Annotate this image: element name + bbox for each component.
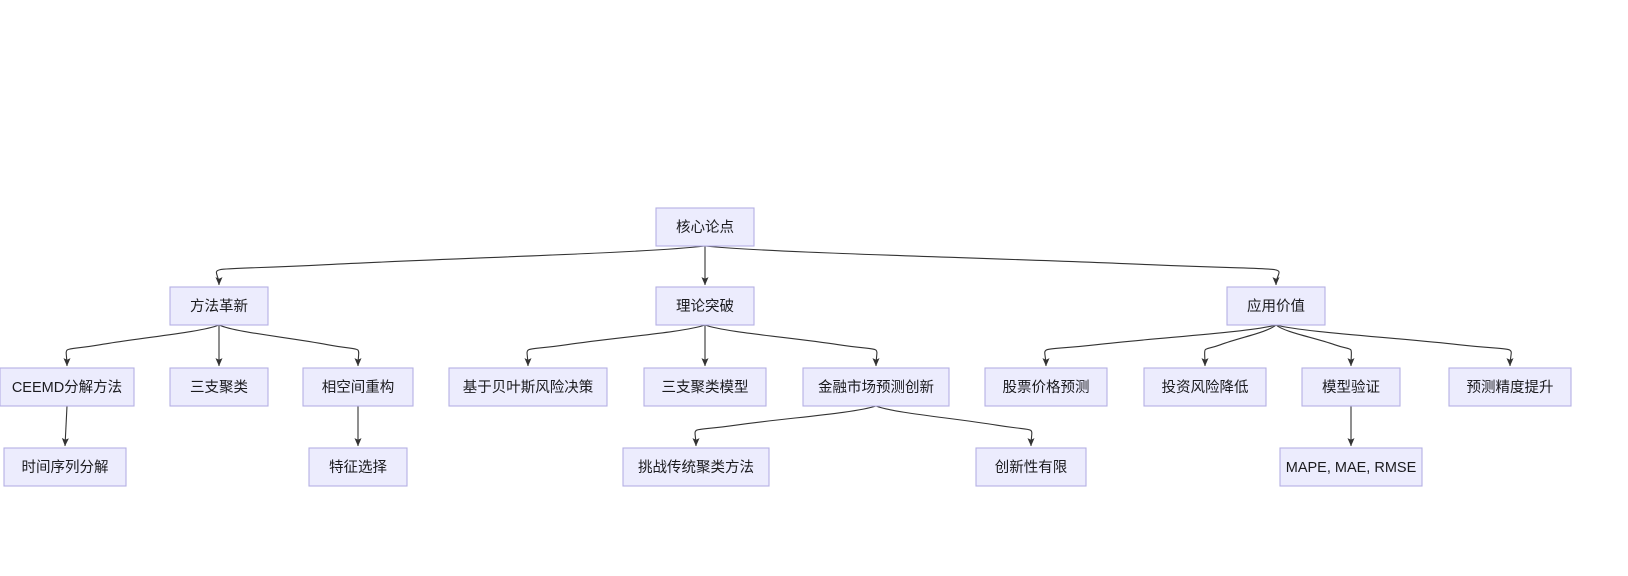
- node-label-tsdecomp: 时间序列分解: [22, 459, 109, 476]
- node-threeway[interactable]: 三支聚类: [169, 367, 269, 407]
- node-label-method: 方法革新: [190, 298, 248, 315]
- node-tsdecomp[interactable]: 时间序列分解: [3, 447, 127, 487]
- edge-root-to-application: [704, 245, 1280, 286]
- node-label-limited: 创新性有限: [995, 459, 1068, 476]
- node-label-root: 核心论点: [676, 219, 734, 236]
- node-root[interactable]: 核心论点: [655, 207, 755, 247]
- node-application[interactable]: 应用价值: [1226, 286, 1326, 326]
- node-label-application: 应用价值: [1247, 297, 1305, 315]
- node-label-bayes: 基于贝叶斯风险决策: [463, 379, 594, 396]
- node-finance[interactable]: 金融市场预测创新: [802, 367, 950, 407]
- node-label-phase: 相空间重构: [322, 379, 395, 396]
- node-challenge[interactable]: 挑战传统聚类方法: [622, 447, 770, 487]
- node-box-limited[interactable]: [975, 447, 1087, 487]
- node-box-validate[interactable]: [1301, 367, 1401, 407]
- node-label-metrics: MAPE, MAE, RMSE: [1286, 460, 1417, 476]
- node-box-feature[interactable]: [308, 447, 408, 487]
- node-label-feature: 特征选择: [329, 459, 387, 476]
- node-ceemd[interactable]: CEEMD分解方法: [0, 367, 135, 407]
- edge-root-to-method: [215, 245, 706, 286]
- edge-theory-to-finance: [704, 324, 880, 367]
- node-theory[interactable]: 理论突破: [655, 286, 755, 326]
- node-box-root[interactable]: [655, 207, 755, 247]
- node-box-stock[interactable]: [984, 367, 1108, 407]
- node-box-application[interactable]: [1226, 286, 1326, 326]
- node-label-ceemd: CEEMD分解方法: [12, 379, 122, 396]
- node-box-theory[interactable]: [655, 286, 755, 326]
- edge-application-to-stock: [1042, 324, 1277, 367]
- node-feature[interactable]: 特征选择: [308, 447, 408, 487]
- node-limited[interactable]: 创新性有限: [975, 447, 1087, 487]
- node-label-risk: 投资风险降低: [1162, 379, 1249, 396]
- node-box-metrics[interactable]: [1279, 447, 1423, 487]
- node-box-threemodel[interactable]: [643, 367, 767, 407]
- node-risk[interactable]: 投资风险降低: [1143, 367, 1267, 407]
- node-metrics[interactable]: MAPE, MAE, RMSE: [1279, 447, 1423, 487]
- node-box-finance[interactable]: [802, 367, 950, 407]
- node-validate[interactable]: 模型验证: [1301, 367, 1401, 407]
- edge-method-to-ceemd: [63, 324, 220, 367]
- node-label-threemodel: 三支聚类模型: [662, 379, 749, 396]
- node-box-tsdecomp[interactable]: [3, 447, 127, 487]
- node-label-accuracy: 预测精度提升: [1467, 379, 1554, 396]
- node-method[interactable]: 方法革新: [169, 286, 269, 326]
- node-stock[interactable]: 股票价格预测: [984, 367, 1108, 407]
- node-accuracy[interactable]: 预测精度提升: [1448, 367, 1572, 407]
- node-label-stock: 股票价格预测: [1003, 379, 1090, 396]
- node-phase[interactable]: 相空间重构: [302, 367, 414, 407]
- node-box-risk[interactable]: [1143, 367, 1267, 407]
- edge-finance-to-limited: [875, 405, 1035, 447]
- edge-ceemd-to-tsdecomp: [61, 405, 69, 447]
- node-label-theory: 理论突破: [676, 298, 734, 315]
- edge-application-to-accuracy: [1275, 324, 1514, 367]
- node-box-bayes[interactable]: [448, 367, 608, 407]
- node-box-ceemd[interactable]: [0, 367, 135, 407]
- node-box-method[interactable]: [169, 286, 269, 326]
- edge-application-to-risk: [1201, 324, 1277, 367]
- edge-method-to-phase: [218, 324, 362, 367]
- edge-finance-to-challenge: [692, 405, 877, 447]
- node-label-validate: 模型验证: [1322, 379, 1380, 396]
- node-box-threeway[interactable]: [169, 367, 269, 407]
- edge-theory-to-bayes: [524, 324, 706, 367]
- node-label-finance: 金融市场预测创新: [818, 379, 934, 396]
- node-label-threeway: 三支聚类: [190, 379, 248, 396]
- node-box-accuracy[interactable]: [1448, 367, 1572, 407]
- node-box-phase[interactable]: [302, 367, 414, 407]
- edge-application-to-validate: [1275, 324, 1355, 367]
- node-box-challenge[interactable]: [622, 447, 770, 487]
- node-bayes[interactable]: 基于贝叶斯风险决策: [448, 367, 608, 407]
- node-label-challenge: 挑战传统聚类方法: [638, 459, 754, 476]
- node-threemodel[interactable]: 三支聚类模型: [643, 367, 767, 407]
- edge-layer: [61, 245, 1514, 447]
